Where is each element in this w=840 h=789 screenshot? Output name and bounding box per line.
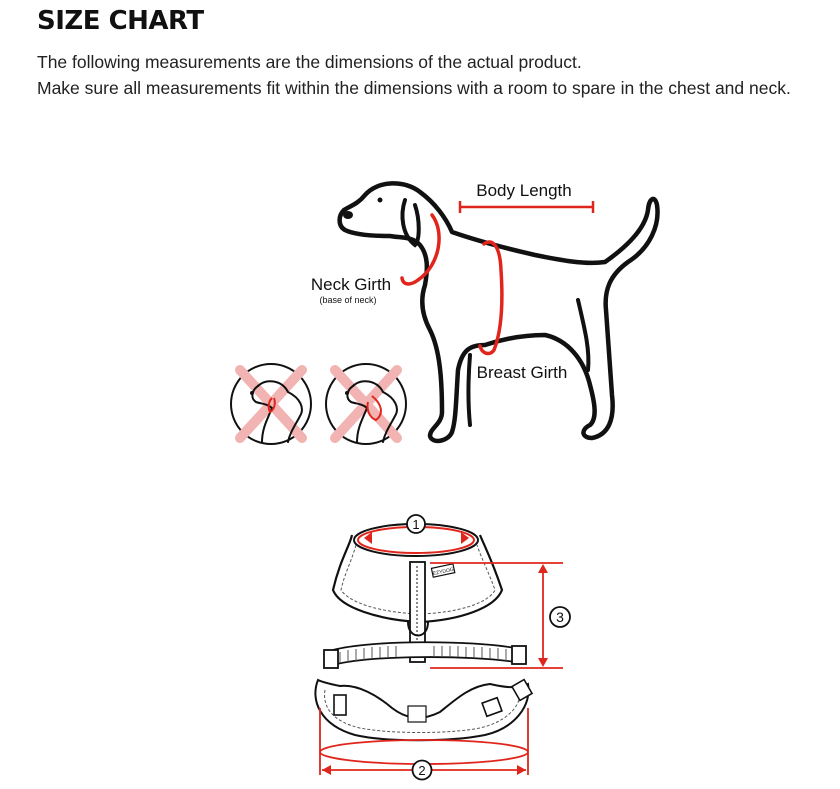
- wrong-fit-example-1: [230, 363, 312, 445]
- dog-nose: [343, 211, 353, 219]
- breast-girth-label: Breast Girth: [477, 363, 568, 382]
- harness-d-ring: [407, 621, 429, 637]
- dog-diagram: Body Length Neck Girth (base of neck) Br…: [230, 181, 660, 445]
- dog-outline: [337, 181, 660, 444]
- harness-label-patch: [407, 705, 427, 723]
- harness-buckle-right: [511, 645, 527, 665]
- harness-side-buckle-right: [481, 696, 503, 718]
- dog-hind-leg-line: [576, 298, 591, 372]
- measure-2-arrow-right: [517, 765, 526, 775]
- harness-tag: [430, 563, 456, 578]
- marker-2-circle: [411, 759, 433, 781]
- measure-3-arrow-bottom: [538, 658, 548, 667]
- marker-3-label: 3: [556, 609, 564, 625]
- breast-girth-loop: [478, 240, 504, 356]
- harness-side-buckle-left: [333, 694, 347, 716]
- harness-diagram: 1 EZYDOG 3 2: [314, 514, 571, 781]
- neck-girth-loop: [400, 213, 441, 286]
- description-line-1: The following measurements are the dimen…: [37, 52, 582, 72]
- dog-fore-leg-line: [466, 353, 472, 427]
- description-line-2: Make sure all measurements fit within th…: [37, 78, 791, 98]
- neck-girth-label: Neck Girth: [311, 275, 391, 294]
- harness-body-loop: [314, 678, 530, 742]
- measure-3-arrow-top: [538, 564, 548, 573]
- marker-3-circle: [549, 606, 571, 628]
- neck-arrow-head-right: [461, 532, 469, 544]
- neck-arrow-head-left: [364, 532, 372, 544]
- body-length-label: Body Length: [476, 181, 571, 200]
- page-title: SIZE CHART: [37, 6, 204, 36]
- harness-side-buckle-right-2: [510, 678, 534, 702]
- harness-tag-text: EZYDOG: [432, 567, 454, 577]
- marker-1-label: 1: [412, 517, 419, 532]
- dog-eye: [377, 197, 383, 203]
- harness-buckle-left: [323, 649, 339, 669]
- wrong-fit-example-2: [325, 363, 407, 445]
- measure-2-arrow-left: [322, 765, 331, 775]
- neck-girth-note: (base of neck): [319, 295, 376, 305]
- harness-body-loop-stitch: [324, 689, 521, 733]
- marker-2-label: 2: [418, 763, 425, 778]
- harness-chest-strap-stripes: [339, 646, 507, 663]
- marker-1-circle: [406, 514, 426, 534]
- dog-ear: [400, 198, 421, 248]
